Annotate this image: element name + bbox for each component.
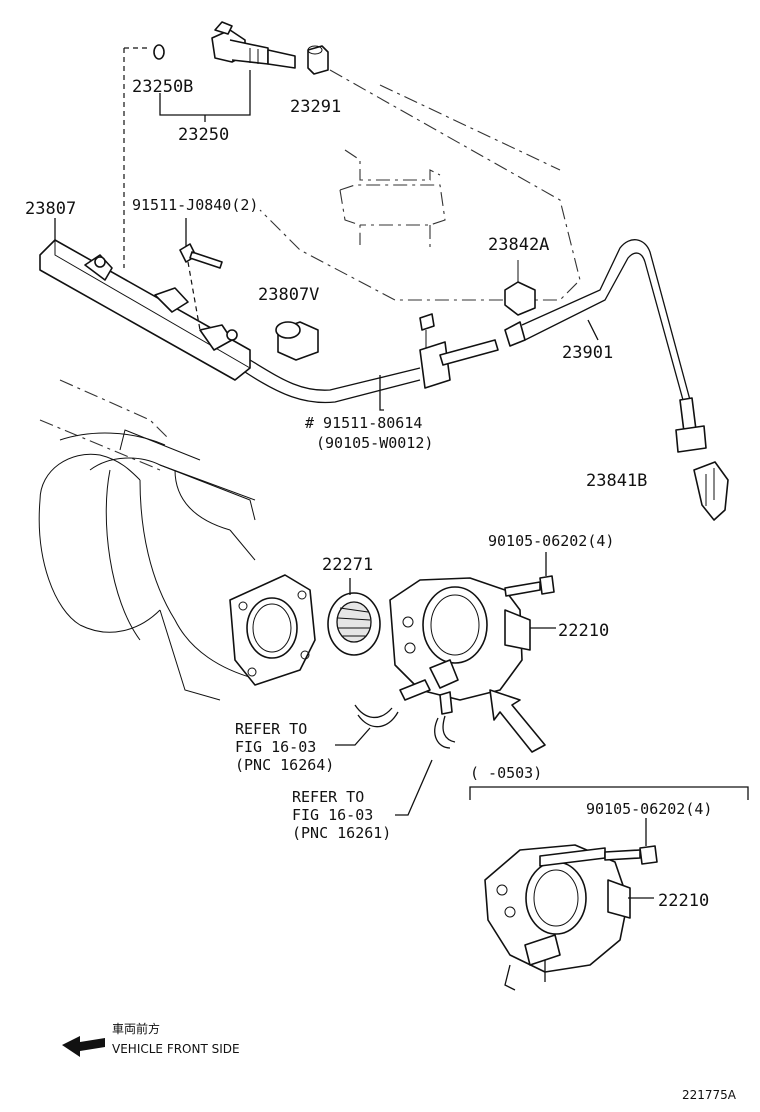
hose-icon: [335, 704, 456, 816]
damper-icon: [275, 321, 319, 361]
fuel-rail-icon: [39, 218, 421, 404]
refer-2-line1[interactable]: REFER TO: [292, 788, 364, 806]
label-22210-variant[interactable]: 22210: [658, 891, 709, 911]
fuel-hose-icon: [504, 239, 707, 453]
engine-outline: [39, 69, 581, 471]
label-22210[interactable]: 22210: [558, 621, 609, 641]
range-label: ( -0503): [470, 764, 542, 782]
label-23807[interactable]: 23807: [25, 199, 76, 219]
throttle-body-variant-icon: [484, 818, 658, 991]
label-bolt-91511-80614[interactable]: # 91511-80614: [305, 414, 422, 432]
label-bolt-91511-J0840[interactable]: 91511-J0840(2): [132, 196, 258, 214]
airflow-arrow-icon: [489, 689, 546, 753]
front-label-jp: 車両前方: [112, 1021, 160, 1036]
intake-manifold: [38, 429, 316, 701]
label-23901[interactable]: 23901: [562, 343, 613, 363]
connector-icon: [693, 461, 729, 521]
gasket-icon: [327, 578, 381, 656]
label-23807V[interactable]: 23807V: [258, 285, 319, 305]
label-23841B[interactable]: 23841B: [586, 471, 647, 491]
diagram-id: 221775A: [682, 1088, 737, 1102]
label-bolt-90105-06202-variant[interactable]: 90105-06202(4): [586, 800, 712, 818]
label-bolt-90105-W0012[interactable]: (90105-W0012): [316, 434, 433, 452]
refer-1-line1[interactable]: REFER TO: [235, 720, 307, 738]
label-bolt-90105-06202[interactable]: 90105-06202(4): [488, 532, 614, 550]
clip-icon: [504, 260, 536, 316]
bolt-icon: [179, 218, 223, 331]
o-ring-icon: [153, 44, 165, 60]
refer-2-line3[interactable]: (PNC 16261): [292, 824, 391, 842]
label-23250B[interactable]: 23250B: [132, 77, 193, 97]
clamp-icon: [379, 313, 499, 411]
throttle-body-icon: [389, 552, 556, 715]
refer-1-line3[interactable]: (PNC 16264): [235, 756, 334, 774]
refer-1-line2[interactable]: FIG 16-03: [235, 738, 316, 756]
label-22271[interactable]: 22271: [322, 555, 373, 575]
label-23291[interactable]: 23291: [290, 97, 341, 117]
insulator-icon: [307, 45, 329, 75]
front-arrow-icon: [62, 1036, 105, 1057]
front-label-en: VEHICLE FRONT SIDE: [112, 1042, 240, 1056]
injector-icon: [211, 21, 296, 69]
variant-bracket: [469, 786, 749, 800]
injector-group: [123, 21, 329, 268]
label-23250[interactable]: 23250: [178, 125, 229, 145]
refer-2-line2[interactable]: FIG 16-03: [292, 806, 373, 824]
label-23842A[interactable]: 23842A: [488, 235, 549, 255]
